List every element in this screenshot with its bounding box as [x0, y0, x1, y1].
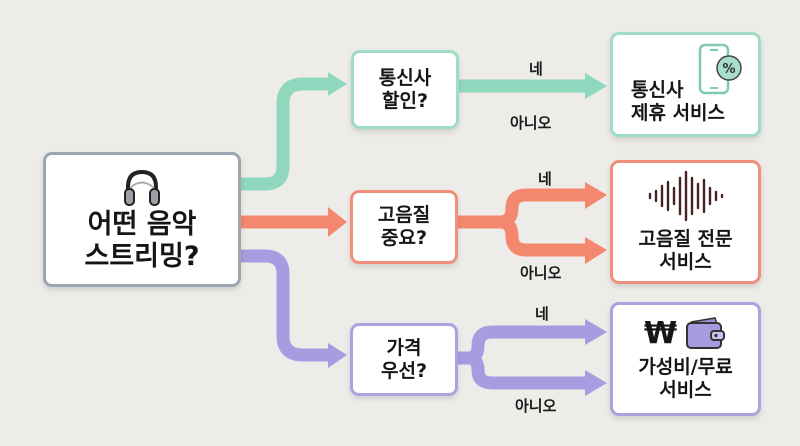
result-text: 서비스 [659, 379, 712, 401]
wallet-icon [686, 317, 726, 349]
start-title-line2: 스트리밍? [84, 240, 200, 272]
result-text: 가성비/무료 [638, 356, 733, 378]
question-text: 통신사 [378, 66, 432, 89]
question-text: 우선? [381, 359, 427, 382]
question-carrier-discount: 통신사 할인? [351, 50, 459, 129]
result-text: 통신사 [631, 78, 684, 101]
arrowhead [328, 72, 347, 96]
phone-discount-icon: % [698, 43, 742, 95]
arrow-q2-no [499, 215, 588, 257]
start-node: 어떤 음악 스트리밍? [43, 152, 241, 287]
svg-text:%: % [722, 62, 735, 77]
q3-no-label: 아니오 [515, 397, 557, 415]
result-text: 제휴 서비스 [631, 101, 726, 124]
won-wallet-icon: ₩ [644, 316, 727, 350]
q2-yes-label: 네 [538, 170, 552, 188]
result-value-service: ₩ 가성비/무료 서비스 [610, 302, 761, 416]
won-icon: ₩ [643, 315, 678, 351]
result-text: 서비스 [659, 251, 712, 273]
question-text: 할인? [382, 89, 428, 112]
arrowhead [585, 319, 607, 345]
q1-yes-label: 네 [529, 60, 543, 78]
arrowhead [585, 182, 607, 209]
arrow-start-to-q3 [241, 249, 330, 362]
question-text: 중요? [381, 227, 427, 249]
headphones-icon [124, 169, 160, 206]
q2-no-label: 아니오 [520, 264, 562, 282]
question-price-priority: 가격 우선? [350, 323, 458, 396]
arrow-start-to-q1 [241, 77, 330, 191]
result-text: 고음질 전문 [638, 228, 733, 250]
start-title-line1: 어떤 음악 [87, 208, 197, 240]
question-text: 고음질 [377, 204, 431, 226]
arrow-q3-no [467, 351, 588, 390]
arrowhead [585, 237, 607, 264]
q3-yes-label: 네 [535, 305, 549, 323]
arrowhead [328, 343, 347, 368]
arrow-q2-yes [458, 188, 588, 229]
q1-no-label: 아니오 [510, 114, 552, 132]
result-hifi-service: 고음질 전문 서비스 [610, 160, 761, 284]
question-high-quality: 고음질 중요? [350, 190, 458, 264]
arrowhead [585, 73, 607, 99]
arrow-q3-yes [458, 325, 588, 365]
question-text: 가격 [386, 336, 422, 359]
result-carrier-service: % 통신사 제휴 서비스 [610, 32, 761, 137]
arrowhead [585, 370, 607, 396]
arrowhead [328, 207, 347, 237]
sound-wave-icon [648, 170, 723, 222]
